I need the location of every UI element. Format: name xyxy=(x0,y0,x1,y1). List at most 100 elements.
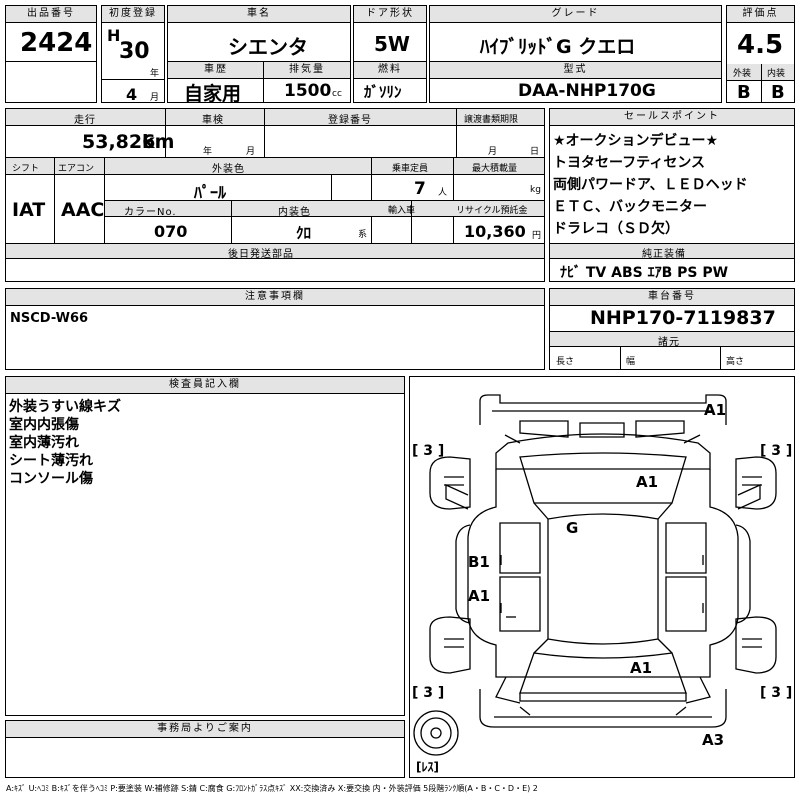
notes-box: 注意事項欄 NSCD-W66 xyxy=(5,288,545,370)
tire-rear-left: [ 3 ] xyxy=(412,685,444,701)
vehicle-details-box: 走行 車検 登録番号 譲渡書類期限 53,826 km 年 月 月 日 シフト … xyxy=(5,108,545,282)
spec-label: 諸元 xyxy=(658,337,680,348)
exterior-color-label: 外装色 xyxy=(212,164,245,175)
max-load-label: 最大積載量 xyxy=(472,164,518,174)
registration-year: 30 xyxy=(119,39,150,64)
inspector-line-4: シート薄汚れ xyxy=(9,453,93,469)
shift-label: シフト xyxy=(12,164,40,174)
office-box: 事務局よりご案内 xyxy=(5,720,405,778)
damage-front-bumper: A1 xyxy=(704,401,726,419)
color-number: 070 xyxy=(154,222,188,241)
tire-front-right: [ 3 ] xyxy=(760,443,792,459)
equipment-list: ﾅﾋﾞ TV ABS ｴｱB PS PW xyxy=(560,265,729,281)
notes-label: 注意事項欄 xyxy=(6,289,544,306)
tire-front-left: [ 3 ] xyxy=(412,443,444,459)
capacity-unit: 人 xyxy=(438,188,448,198)
grade-box: グレード ﾊｲﾌﾞﾘｯﾄﾞG クエロ xyxy=(429,5,722,63)
recycle-unit: 円 xyxy=(532,231,542,241)
shift: IAT xyxy=(12,199,46,221)
damage-left-front-door: B1 xyxy=(468,553,490,571)
year-unit: 年 xyxy=(150,69,160,79)
aircon-label: エアコン xyxy=(58,164,95,174)
exterior-grade: B xyxy=(737,82,751,103)
inspector-line-2: 室内内張傷 xyxy=(9,417,79,433)
inspection-label: 車検 xyxy=(202,115,224,126)
sales-point-2: トヨタセーフティセンス xyxy=(553,155,706,171)
registration-month: 4 xyxy=(126,85,138,104)
car-diagram: [ 3 ] [ 3 ] [ 3 ] [ 3 ] A1 A1 G B1 A1 A1… xyxy=(412,394,792,774)
model-code: DAA-NHP170G xyxy=(518,81,656,101)
door-box: ドア形状 5W xyxy=(353,5,427,63)
width-label: 幅 xyxy=(626,357,636,367)
car-name-label: 車名 xyxy=(168,6,350,23)
interior-grade: B xyxy=(771,82,785,103)
displacement-unit: cc xyxy=(332,89,342,99)
sales-point-1: ★オークションデビュー★ xyxy=(553,133,719,149)
first-registration-box: 初度登録 H 30 年 4 月 xyxy=(101,5,165,104)
legend-text: A:ｷｽﾞ U:ﾍｺﾐ B:ｷｽﾞを伴うﾍｺﾐ P:要塗装 W:補修跡 S:錆 … xyxy=(6,784,538,793)
tire-rear-right: [ 3 ] xyxy=(760,685,792,701)
office-label: 事務局よりご案内 xyxy=(6,721,404,738)
damage-rear-bumper: A3 xyxy=(702,731,724,749)
inspection-year-unit: 年 xyxy=(203,147,213,157)
sales-point-5: ドラレコ（ＳＤ欠） xyxy=(553,221,679,237)
door-type: 5W xyxy=(374,32,410,56)
mileage: 53,826 xyxy=(82,131,156,153)
max-load-unit: kg xyxy=(530,185,541,195)
mileage-unit: km xyxy=(142,131,175,153)
damage-roof: G xyxy=(566,519,578,537)
inspector-label: 検査員記入欄 xyxy=(6,377,404,394)
damage-hood: A1 xyxy=(636,473,658,491)
registration-number-label: 登録番号 xyxy=(328,115,372,126)
history-label: 車歴 xyxy=(168,62,264,79)
recycle-label: リサイクル預託金 xyxy=(456,206,528,216)
damage-rear-glass: A1 xyxy=(630,659,652,677)
fuel-box: 燃料 ｶﾞｿﾘﾝ xyxy=(353,61,427,103)
inspector-box: 検査員記入欄 外装うすい線キズ 室内内張傷 室内薄汚れ シート薄汚れ コンソール… xyxy=(5,376,405,716)
mileage-label: 走行 xyxy=(74,115,96,126)
inspector-line-5: コンソール傷 xyxy=(9,471,93,487)
transfer-month-unit: 月 xyxy=(488,147,498,157)
chassis-box: 車台番号 NHP170-7119837 諸元 長さ 幅 高さ xyxy=(549,288,795,370)
height-label: 高さ xyxy=(726,357,745,367)
model-box: 型式 DAA-NHP170G xyxy=(429,61,722,103)
lot-number: 2424 xyxy=(20,28,93,58)
sales-point-4: ＥＴＣ、バックモニター xyxy=(553,199,707,215)
color-number-label: カラーNo. xyxy=(124,207,177,218)
import-label: 輸入車 xyxy=(388,206,416,216)
score-label: 評価点 xyxy=(727,6,794,23)
lot-number-label: 出品番号 xyxy=(6,6,96,23)
car-name: シエンタ xyxy=(228,35,308,59)
car-name-box: 車名 シエンタ xyxy=(167,5,351,63)
spare-tire-label: [ﾚｽ] xyxy=(416,760,439,774)
inspector-line-3: 室内薄汚れ xyxy=(9,435,79,451)
transfer-deadline-label: 譲渡書類期限 xyxy=(464,115,519,125)
history-box: 車歴 自家用 xyxy=(167,61,265,105)
displacement-label: 排気量 xyxy=(264,62,350,79)
interior-label: 内装 xyxy=(767,69,786,79)
blank-box xyxy=(5,61,97,103)
month-unit: 月 xyxy=(150,93,160,103)
sales-points-box: セールスポイント ★オークションデビュー★ トヨタセーフティセンス 両側パワード… xyxy=(549,108,795,282)
door-label: ドア形状 xyxy=(354,6,426,23)
length-label: 長さ xyxy=(556,357,575,367)
interior-color-label: 内装色 xyxy=(278,207,311,218)
displacement: 1500 xyxy=(284,81,332,101)
recycle-fee: 10,360 xyxy=(464,222,526,241)
lot-number-box: 出品番号 2424 xyxy=(5,5,97,63)
exterior-label: 外装 xyxy=(733,69,752,79)
score-box: 評価点 4.5 外装 内装 B B xyxy=(726,5,795,103)
sales-point-3: 両側パワードア、ＬＥＤヘッド xyxy=(553,177,748,193)
inspector-line-1: 外装うすい線キズ xyxy=(9,399,121,415)
fuel-label: 燃料 xyxy=(354,62,426,79)
grade-label: グレード xyxy=(430,6,721,23)
first-registration-label: 初度登録 xyxy=(102,6,164,23)
exterior-color: ﾊﾟｰﾙ xyxy=(194,183,227,202)
capacity: 7 xyxy=(414,179,426,199)
era: H xyxy=(107,26,121,45)
chassis-number: NHP170-7119837 xyxy=(590,307,776,329)
interior-color-unit: 系 xyxy=(358,230,368,240)
model-label: 型式 xyxy=(430,62,721,79)
chassis-label: 車台番号 xyxy=(550,289,794,306)
history: 自家用 xyxy=(184,83,242,105)
